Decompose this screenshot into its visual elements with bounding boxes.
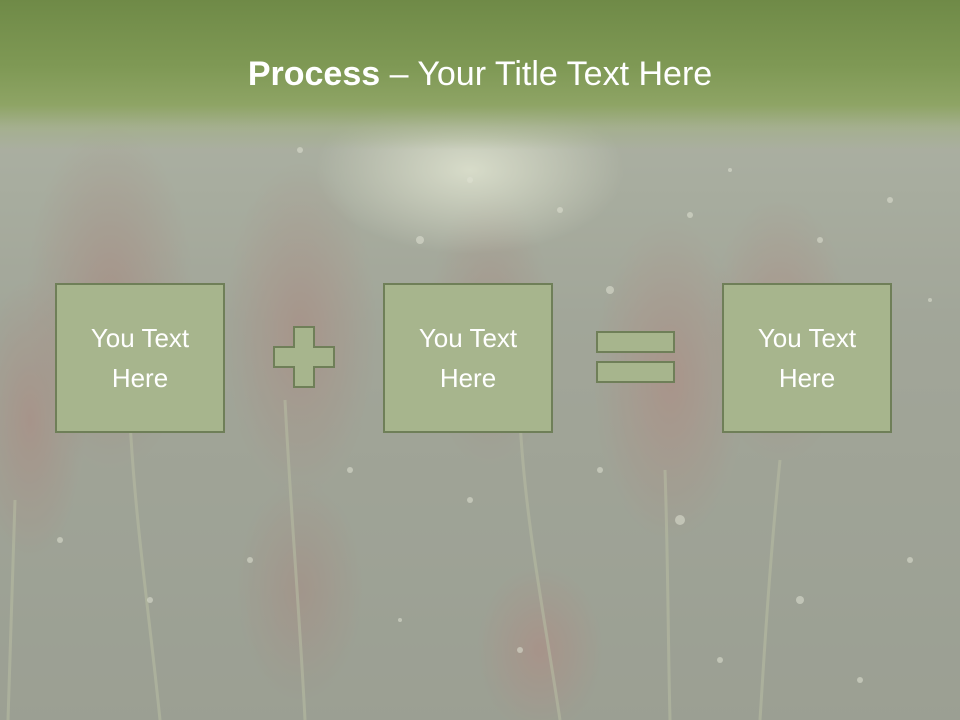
title-separator: – (380, 55, 418, 93)
slide-title[interactable]: Process – Your Title Text Here (0, 52, 960, 96)
equals-icon (596, 331, 675, 383)
process-box-3[interactable]: You Text Here (722, 283, 892, 433)
process-box-1[interactable]: You Text Here (55, 283, 225, 433)
plus-icon (273, 326, 335, 388)
process-box-1-text: You Text Here (90, 323, 190, 393)
title-rest: Your Title Text Here (417, 55, 713, 93)
process-box-3-text: You Text Here (757, 323, 857, 393)
title-bold-part: Process (247, 55, 381, 93)
process-box-2-text: You Text Here (418, 323, 518, 393)
process-box-2[interactable]: You Text Here (383, 283, 553, 433)
title-bar (0, 0, 960, 150)
